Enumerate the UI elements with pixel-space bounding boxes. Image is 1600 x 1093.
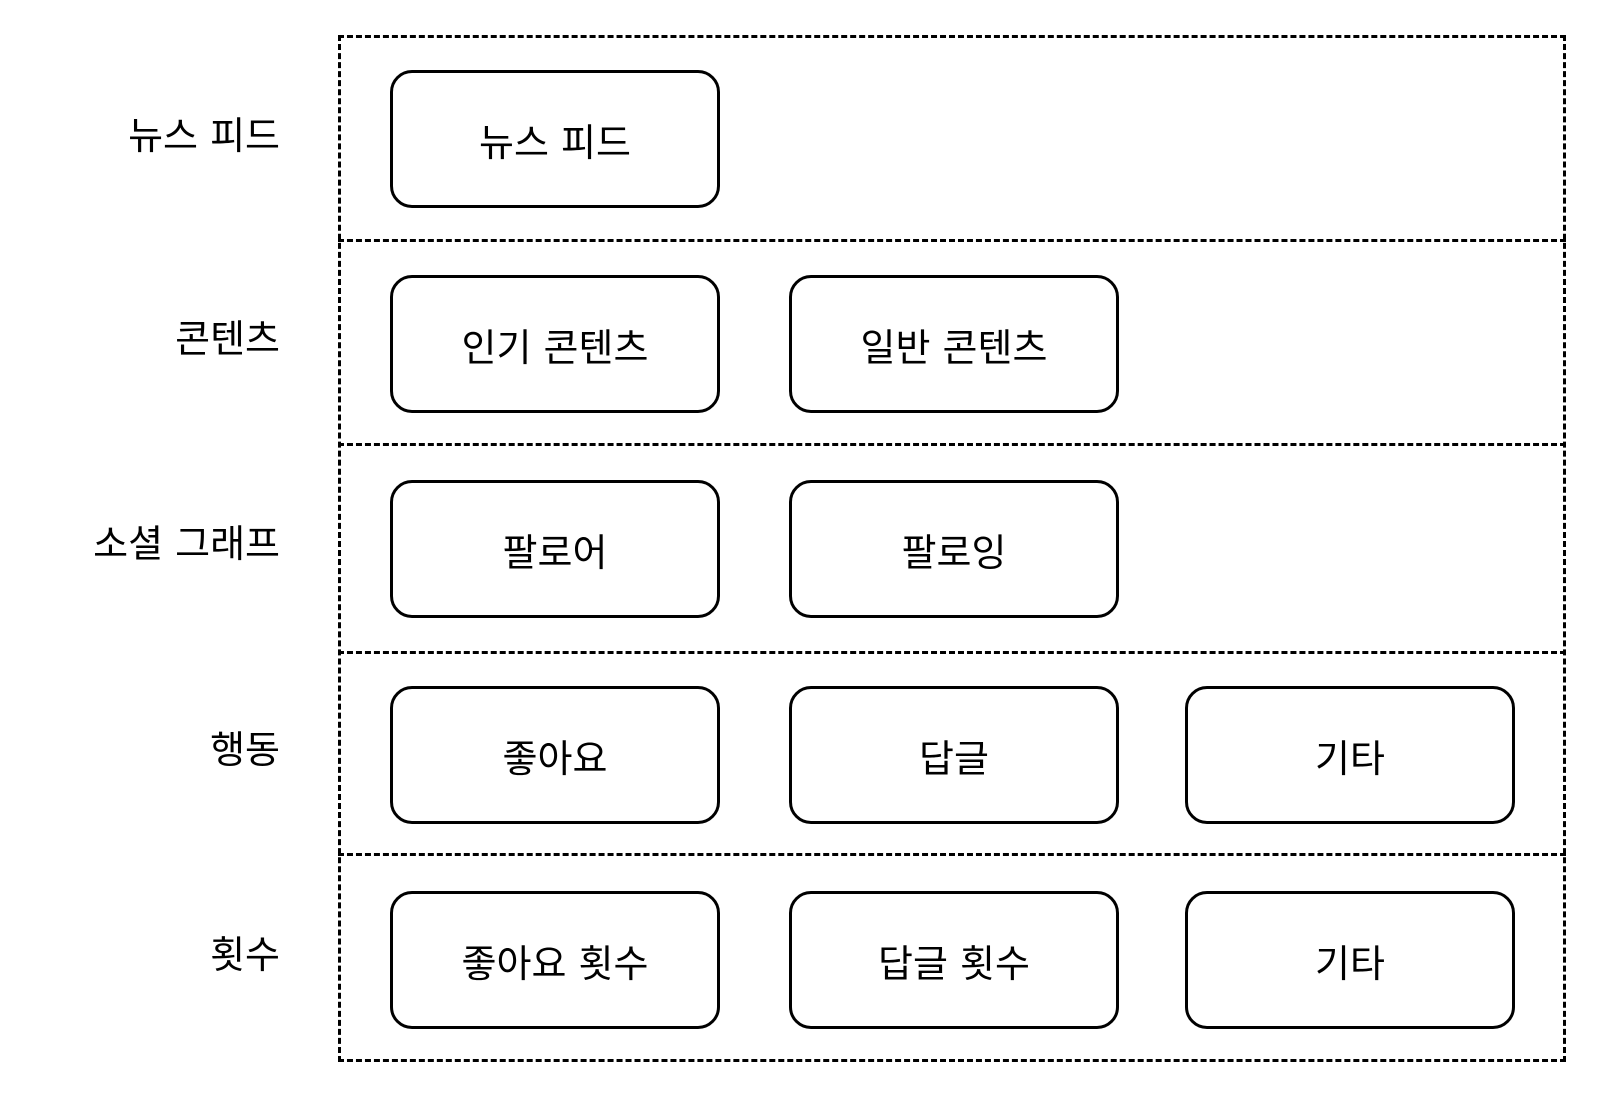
row-label-social-graph: 소셜 그래프 [93,522,280,566]
node-replies: 답글 [789,686,1119,824]
row-label-counts: 횟수 [210,933,280,977]
node-normal-content: 일반 콘텐츠 [789,275,1119,413]
node-reply-count: 답글 횟수 [789,891,1119,1029]
node-popular-content: 인기 콘텐츠 [390,275,720,413]
node-like-count: 좋아요 횟수 [390,891,720,1029]
node-following: 팔로잉 [789,480,1119,618]
row-divider-4 [338,853,1566,856]
row-label-content: 콘텐츠 [175,317,280,361]
row-label-actions: 행동 [210,728,280,772]
node-likes: 좋아요 [390,686,720,824]
node-followers: 팔로어 [390,480,720,618]
node-other-count: 기타 [1185,891,1515,1029]
row-divider-1 [338,239,1566,242]
outer-dashed-frame [338,35,1566,1062]
row-divider-3 [338,651,1566,654]
row-divider-2 [338,443,1566,446]
row-label-news-feed: 뉴스 피드 [128,114,280,158]
node-other-action: 기타 [1185,686,1515,824]
node-news-feed: 뉴스 피드 [390,70,720,208]
